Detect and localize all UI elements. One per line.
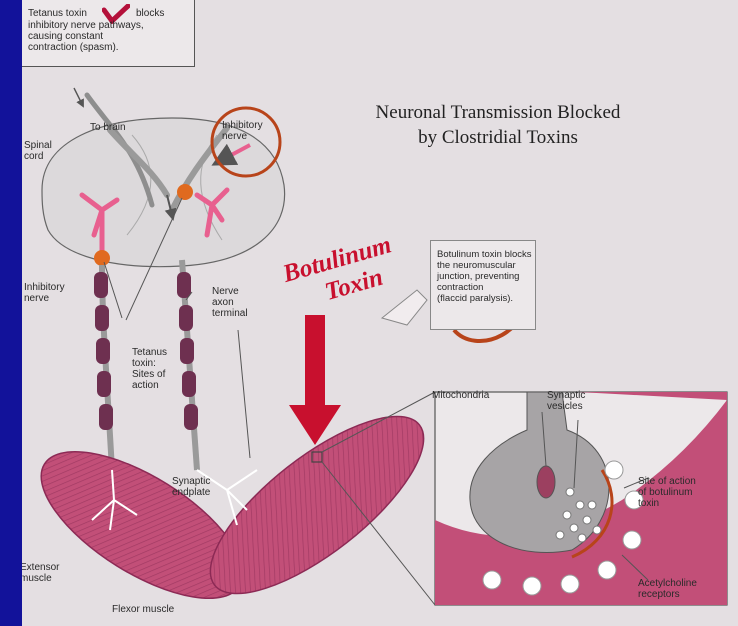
mitochondrion-shape	[537, 466, 555, 498]
label-mitochondria: Mitochondria	[432, 390, 489, 401]
botulinum-arrow	[289, 315, 341, 445]
label-synaptic-endplate: Synaptic endplate	[172, 476, 210, 498]
label-acetylcholine-receptors: Acetylcholine receptors	[638, 578, 697, 600]
label-spinal-cord: Spinal cord	[24, 140, 52, 162]
tetanus-box-text-a: Tetanus toxin	[28, 8, 87, 19]
tetanus-box-text-b: blocks	[136, 8, 164, 19]
botulinum-info-box: Botulinum toxin blocks the neuromuscular…	[430, 240, 536, 330]
label-to-brain: To brain	[90, 122, 126, 133]
label-nerve-axon-terminal: Nerve axon terminal	[212, 286, 248, 319]
extensor-muscle-shape	[22, 423, 265, 626]
label-inhibitory-nerve-left: Inhibitory nerve	[24, 282, 65, 304]
tetanus-info-box: Tetanus toxin blocks inhibitory nerve pa…	[22, 0, 195, 67]
toxin-site-left	[94, 250, 110, 266]
label-extensor-muscle: Extensor muscle	[22, 562, 59, 584]
myelin-segments-left	[94, 272, 113, 430]
label-tetanus-sites: Tetanus toxin: Sites of action	[132, 347, 167, 391]
toxin-site-right	[177, 184, 193, 200]
botulinum-box-text: Botulinum toxin blocks the neuromuscular…	[437, 249, 532, 304]
tetanus-box-text-c: inhibitory nerve pathways, causing const…	[28, 20, 144, 53]
diagram-artwork	[22, 0, 738, 626]
label-synaptic-vesicles: Synaptic vesicles	[547, 390, 585, 412]
label-site-of-action: Site of action of botulinum toxin	[638, 476, 696, 509]
flexor-tendon	[382, 290, 427, 325]
slide-title: Neuronal Transmission Blocked by Clostri…	[312, 100, 684, 150]
label-inhibitory-nerve-top: Inhibitory nerve	[222, 120, 263, 142]
myelin-segments-right	[177, 272, 198, 430]
label-flexor-muscle: Flexor muscle	[112, 604, 174, 615]
diagram-slide: Tetanus toxin blocks inhibitory nerve pa…	[22, 0, 738, 626]
